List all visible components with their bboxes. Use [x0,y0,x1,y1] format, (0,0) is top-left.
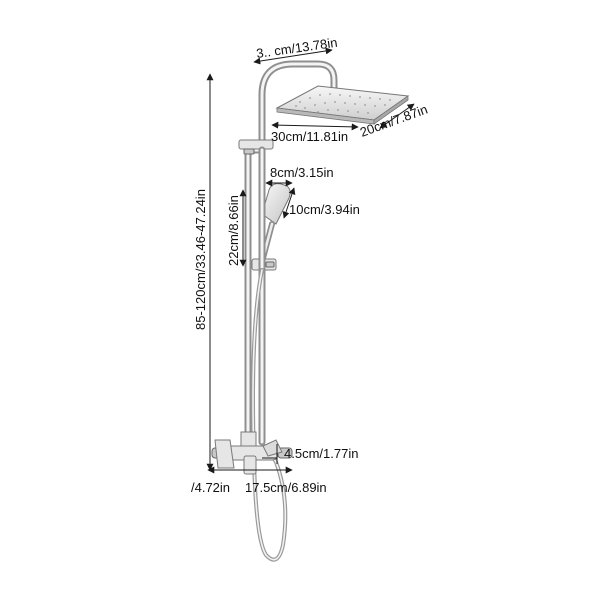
slide-range-label: 22cm/8.66in [226,195,241,266]
slide-range-dimension: 22cm/8.66in [226,189,247,267]
rain-shower-head [275,85,410,125]
total-height-dimension: 85-120cm/33.46-47.24in [193,73,214,471]
arm-length-label: 3.. cm/13.78in [255,35,338,61]
hand-shower-length-label: 10cm/3.94in [289,202,360,217]
hand-shower-width-dimension: 8cm/3.15in [265,165,334,187]
total-height-label: 85-120cm/33.46-47.24in [193,189,208,330]
mixer-center-dimension: 17.5cm/6.89in [245,480,327,495]
hand-shower [259,183,291,265]
rain-head-width-label: 30cm/11.81in [271,129,348,144]
rain-head-width-dimension: 30cm/11.81in [271,121,359,144]
shower-hose [251,268,288,562]
arm-length-dimension: 3.. cm/13.78in [253,35,338,65]
mixer-width-label: /4.72in [191,480,230,495]
hand-shower-length-dimension: 10cm/3.94in [282,187,360,219]
outlet-spacing-label: 4.5cm/1.77in [284,446,358,461]
mixer-width-dimension: /4.72in [191,466,293,495]
hand-shower-width-label: 8cm/3.15in [270,165,334,180]
mixer-center-label: 17.5cm/6.89in [245,480,327,495]
upper-bracket [238,139,274,155]
outlet-spacing-dimension: 4.5cm/1.77in [262,444,358,464]
